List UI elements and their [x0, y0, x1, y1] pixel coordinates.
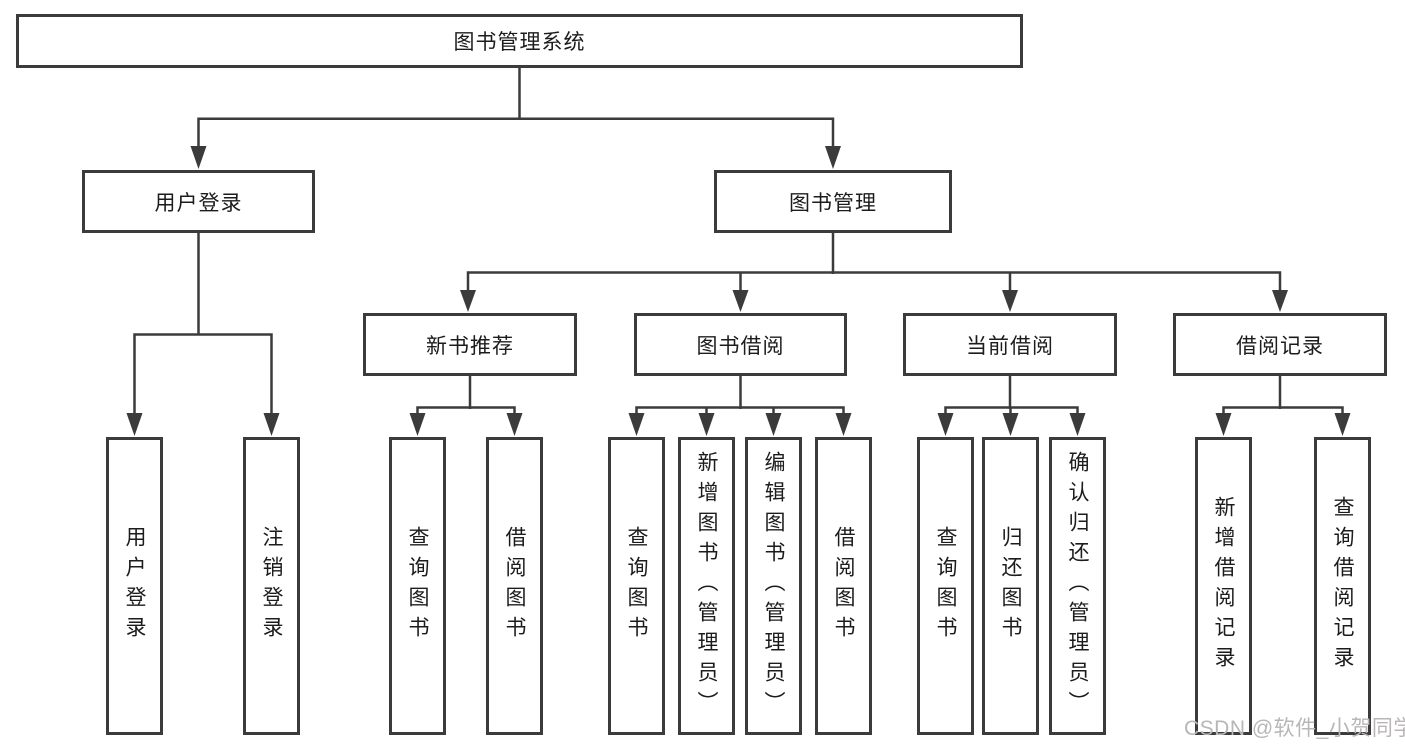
node-borrow-record-label: 借阅记录 — [1236, 334, 1324, 358]
leaf-query-borrow-record-label: 查询借阅记录 — [1331, 496, 1354, 676]
leaf-logout-label: 注销登录 — [260, 526, 283, 646]
leaf-add-book-admin: 新增图书（管理员） — [678, 437, 735, 735]
leaf-query-book-1: 查询图书 — [389, 437, 446, 735]
leaf-borrow-book-1: 借阅图书 — [486, 437, 543, 735]
node-current-borrow-label: 当前借阅 — [966, 334, 1054, 358]
arrowheads — [126, 146, 1351, 436]
leaf-add-borrow-record: 新增借阅记录 — [1195, 437, 1252, 735]
node-book-management-label: 图书管理 — [789, 191, 877, 215]
leaf-query-book-1-label: 查询图书 — [406, 526, 429, 646]
node-book-borrow: 图书借阅 — [634, 313, 847, 376]
node-book-borrow-label: 图书借阅 — [696, 334, 785, 358]
leaf-user-login: 用户登录 — [106, 437, 163, 735]
leaf-query-book-3-label: 查询图书 — [934, 526, 957, 646]
csdn-watermark: CSDN @软件_小贺同学 — [1184, 717, 1405, 740]
node-new-book-recommend-label: 新书推荐 — [426, 334, 514, 358]
leaf-add-book-admin-label: 新增图书（管理员） — [695, 451, 718, 721]
node-new-book-recommend: 新书推荐 — [363, 313, 577, 376]
leaf-query-borrow-record: 查询借阅记录 — [1314, 437, 1371, 735]
leaf-borrow-book-2-label: 借阅图书 — [832, 526, 855, 646]
leaf-user-login-label: 用户登录 — [123, 526, 146, 646]
node-user-login: 用户登录 — [82, 170, 315, 233]
node-root-label: 图书管理系统 — [453, 31, 586, 54]
leaf-query-book-3: 查询图书 — [917, 437, 974, 735]
leaf-return-book: 归还图书 — [982, 437, 1039, 735]
node-current-borrow: 当前借阅 — [903, 313, 1117, 376]
leaf-logout: 注销登录 — [243, 437, 300, 735]
leaf-add-borrow-record-label: 新增借阅记录 — [1212, 496, 1235, 676]
leaf-borrow-book-1-label: 借阅图书 — [503, 526, 526, 646]
leaf-confirm-return-admin-label: 确认归还（管理员） — [1066, 451, 1089, 721]
leaf-edit-book-admin-label: 编辑图书（管理员） — [762, 451, 785, 721]
leaf-borrow-book-2: 借阅图书 — [815, 437, 872, 735]
leaf-return-book-label: 归还图书 — [999, 526, 1022, 646]
node-book-management: 图书管理 — [714, 170, 952, 233]
node-borrow-record: 借阅记录 — [1173, 313, 1387, 376]
node-root-system: 图书管理系统 — [16, 14, 1023, 68]
leaf-edit-book-admin: 编辑图书（管理员） — [745, 437, 802, 735]
node-user-login-label: 用户登录 — [154, 191, 243, 215]
leaf-confirm-return-admin: 确认归还（管理员） — [1049, 437, 1106, 735]
leaf-query-book-2-label: 查询图书 — [625, 526, 648, 646]
leaf-query-book-2: 查询图书 — [608, 437, 665, 735]
